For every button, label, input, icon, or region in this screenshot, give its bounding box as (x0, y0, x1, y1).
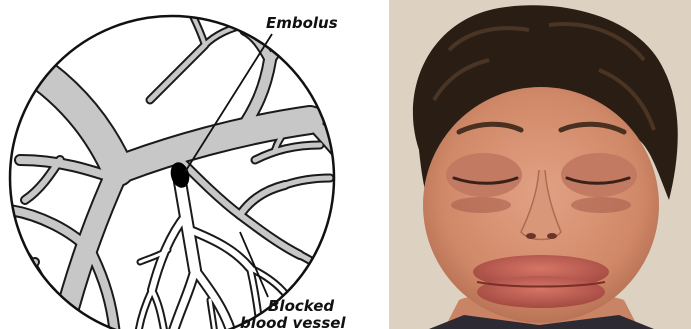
left-nostril (526, 233, 536, 239)
right-nostril (547, 233, 557, 239)
swollen-face-photo (389, 0, 691, 329)
embolus-label: Embolus (266, 14, 338, 32)
right-eyelid (561, 153, 637, 197)
lower-lip (477, 276, 605, 308)
vessel-network (5, 10, 360, 329)
embolus-diagram: Embolus Blocked blood vessel (0, 0, 370, 329)
blocked-vessel-label-line1: Blocked (268, 297, 334, 315)
left-eyelid (446, 153, 522, 197)
right-under-eye-shadow (571, 197, 631, 213)
left-under-eye-shadow (451, 197, 511, 213)
blocked-vessel-label-line2: blood vessel (240, 314, 346, 329)
